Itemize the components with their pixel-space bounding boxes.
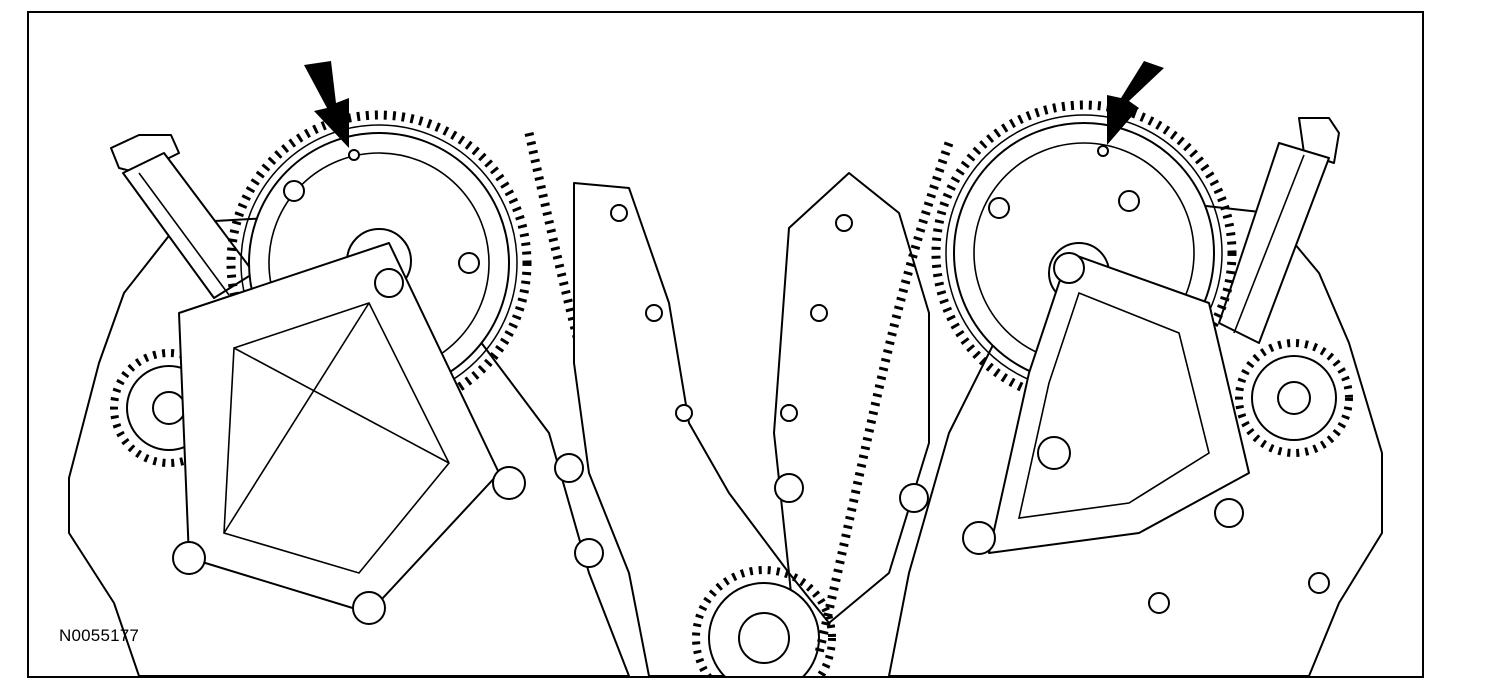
diagram-frame: N0055177 [27, 11, 1424, 678]
left-sprocket-timing-mark [348, 149, 360, 161]
left-bracket-bolt-3 [492, 466, 526, 500]
right-sprocket-timing-mark [1097, 145, 1109, 157]
left-chain-guide-bracket [178, 242, 500, 614]
right-bracket-bolt-3 [962, 521, 996, 555]
right-bracket-bolt-2 [1037, 436, 1071, 470]
center-right-plate [773, 172, 930, 624]
center-area [554, 172, 930, 676]
left-bracket-bolt-4 [374, 268, 404, 298]
figure-id-label: N0055177 [59, 626, 140, 645]
right-sprocket-bolt-2 [1118, 190, 1140, 212]
left-sprocket-bolt-1 [283, 180, 305, 202]
left-bracket-bolt-2 [352, 591, 386, 625]
right-bracket-bolt-1 [1053, 252, 1085, 284]
left-chain-run [524, 132, 674, 655]
arrow-icon [1107, 61, 1164, 145]
left-bank [68, 61, 674, 676]
engine-timing-chain-illustration [68, 61, 1383, 676]
right-bank [814, 61, 1383, 676]
arrow-icon [304, 61, 349, 148]
right-chain-run [814, 141, 954, 655]
left-bracket-bolt-1 [172, 541, 206, 575]
right-vct-solenoid [1218, 117, 1340, 344]
left-sprocket-bolt-2 [458, 252, 480, 274]
right-timing-chain [931, 100, 1237, 406]
right-chain-guide-bracket [988, 252, 1250, 554]
left-timing-chain [226, 110, 532, 416]
right-sprocket-bolt-1 [988, 197, 1010, 219]
